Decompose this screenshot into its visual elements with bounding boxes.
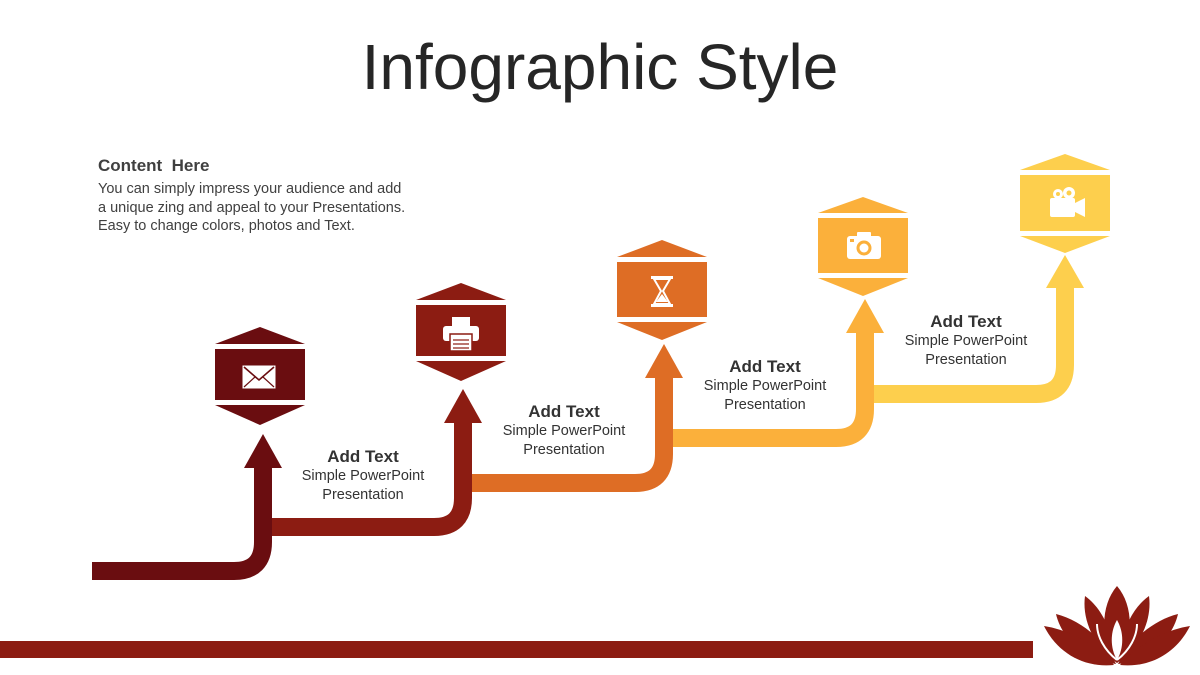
step-text-4: Add Text Simple PowerPoint Presentation: [881, 312, 1051, 369]
arrow-segment-1: [92, 466, 272, 580]
step-title: Add Text: [930, 312, 1002, 331]
step-title: Add Text: [327, 447, 399, 466]
step-title: Add Text: [528, 402, 600, 421]
step-subtitle: Simple PowerPoint: [502, 423, 626, 439]
envelope-icon: [242, 365, 276, 389]
step-subtitle: Simple PowerPoint: [301, 468, 425, 484]
lotus-logo: [1044, 586, 1190, 666]
step-text-3: Add Text Simple PowerPoint Presentation: [680, 357, 850, 414]
step-subtitle: Presentation: [322, 486, 404, 503]
step-subtitle: Presentation: [724, 396, 806, 413]
step-badge-4: [818, 197, 908, 296]
arrow-segment-4: [665, 330, 874, 447]
intro-body: You can simply impress your audience and…: [98, 180, 458, 236]
step-subtitle: Presentation: [523, 441, 605, 458]
step-badge-1: [215, 327, 305, 425]
intro-heading: Content Here: [98, 156, 210, 175]
step-title: Add Text: [729, 357, 801, 376]
badge-cap-bottom: [617, 322, 707, 340]
badge-cap-top: [1020, 154, 1110, 170]
footer-bar: [0, 641, 1033, 658]
camera-icon: [847, 232, 881, 259]
arrowhead-5: [1046, 255, 1084, 288]
intro-line: You can simply impress your audience and…: [98, 181, 402, 197]
arrow-segment-2: [264, 420, 472, 536]
arrow-path-group: [92, 255, 1084, 580]
step-text-2: Add Text Simple PowerPoint Presentation: [479, 402, 649, 459]
step-badge-3: [617, 240, 707, 340]
badge-cap-top: [416, 283, 506, 300]
intro-text-block: Content Here You can simply impress your…: [98, 156, 458, 236]
step-subtitle: Presentation: [925, 351, 1007, 368]
arrowhead-2: [444, 389, 482, 423]
step-badge-5: [1020, 154, 1110, 253]
badge-cap-bottom: [1020, 236, 1110, 253]
arrow-segment-5: [865, 285, 1074, 403]
badge-body: [617, 262, 707, 317]
step-text-1: Add Text Simple PowerPoint Presentation: [278, 447, 448, 504]
video-camera-icon: [1050, 187, 1085, 217]
intro-line: a unique zing and appeal to your Present…: [98, 199, 406, 216]
arrowhead-4: [846, 299, 884, 333]
step-subtitle: Simple PowerPoint: [904, 333, 1028, 349]
step-badge-2: [416, 283, 506, 381]
slide-title: Infographic Style: [361, 31, 839, 103]
arrowhead-1: [244, 434, 282, 468]
badge-cap-top: [617, 240, 707, 257]
badge-cap-bottom: [416, 361, 506, 381]
printer-icon: [443, 317, 479, 352]
arrowhead-3: [645, 344, 683, 378]
arrow-segment-3: [464, 375, 673, 492]
intro-line: Easy to change colors, photos and Text.: [98, 218, 355, 234]
badge-cap-bottom: [215, 405, 305, 425]
hourglass-icon: [651, 276, 673, 307]
step-subtitle: Simple PowerPoint: [703, 378, 827, 394]
badge-cap-top: [215, 327, 305, 344]
badge-cap-top: [818, 197, 908, 213]
badge-cap-bottom: [818, 278, 908, 296]
